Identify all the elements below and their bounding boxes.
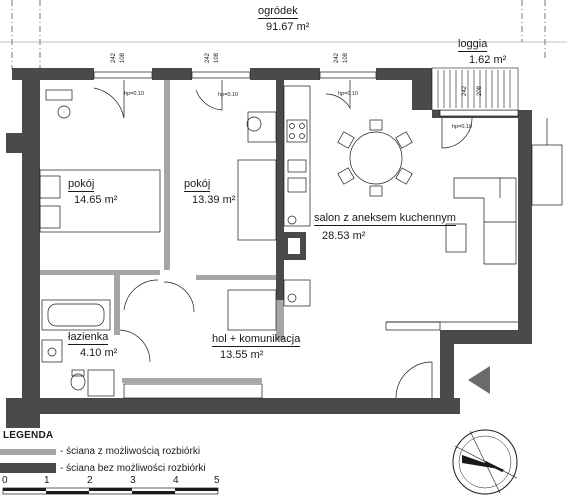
window-3-width: 108 [343, 52, 349, 63]
nightstand [45, 89, 73, 101]
window-2-height: 242 [205, 52, 211, 63]
room-name-hol: hol + komunikacja [212, 333, 301, 347]
kitchen-counter [283, 85, 311, 307]
lamp [57, 105, 71, 119]
room-area-lazienka: 4.10 m² [80, 347, 118, 359]
room-name-pokoj-1: pokój [68, 178, 95, 192]
legend-removable-label: - ściana z możliwością rozbiórki [60, 446, 201, 457]
scale-tick-3: 3 [130, 475, 136, 486]
room-name-salon: salon z aneksem kuchennym [314, 212, 456, 226]
window-4-height: 242 [462, 85, 468, 96]
window-3-height: 242 [334, 52, 340, 63]
room-area-salon: 28.53 m² [322, 230, 366, 242]
legend-swatch-fixed [0, 463, 56, 473]
bathroom-fixtures [41, 299, 115, 397]
room-area-pokoj-1: 14.65 m² [74, 194, 118, 206]
legend-fixed-label: - ściana bez możliwości rozbiórki [60, 463, 206, 474]
room-area-hol: 13.55 m² [220, 349, 264, 361]
entrance-arrow-icon [468, 366, 490, 394]
legend-title: LEGENDA [3, 430, 54, 441]
dining-table [337, 119, 413, 197]
sofa [445, 177, 517, 265]
window-4-hp: hp=0.10 [452, 124, 473, 130]
compass-rose-icon [452, 429, 518, 495]
side-window [531, 118, 563, 206]
loggia-grid [431, 67, 519, 111]
room-name-ogrodek: ogródek [258, 5, 298, 19]
scale-bar [2, 487, 219, 495]
room-area-pokoj-2: 13.39 m² [192, 194, 236, 206]
window-2-hp: hp=0.10 [218, 92, 239, 98]
bed [39, 169, 161, 233]
window-3-hp: hp=0.10 [338, 91, 359, 97]
window-4-width: 208 [477, 85, 483, 96]
scale-tick-4: 4 [173, 475, 179, 486]
column-inner [288, 238, 300, 254]
windows [93, 71, 519, 117]
window-1-width: 108 [120, 52, 126, 63]
scale-tick-1: 1 [44, 475, 50, 486]
room-name-pokoj-2: pokój [184, 178, 211, 192]
scale-tick-0: 0 [2, 475, 8, 486]
scale-tick-2: 2 [87, 475, 93, 486]
legend-swatch-removable [0, 449, 56, 455]
door-swings [93, 80, 473, 399]
garden-boundary [11, 0, 546, 70]
wardrobe [227, 111, 277, 331]
entry-shelf [385, 321, 441, 331]
fixed-walls [6, 68, 532, 428]
room-area-ogrodek: 91.67 m² [266, 21, 310, 33]
room-area-loggia: 1.62 m² [469, 54, 507, 66]
scale-tick-5: 5 [214, 475, 220, 486]
window-1-hp: hp=0.10 [124, 91, 145, 97]
hall-cabinet [123, 383, 263, 399]
removable-walls [40, 80, 284, 383]
window-2-width: 108 [214, 52, 220, 63]
room-name-loggia: loggia [458, 38, 488, 52]
room-name-lazienka: łazienka [68, 331, 109, 345]
window-1-height: 242 [111, 52, 117, 63]
